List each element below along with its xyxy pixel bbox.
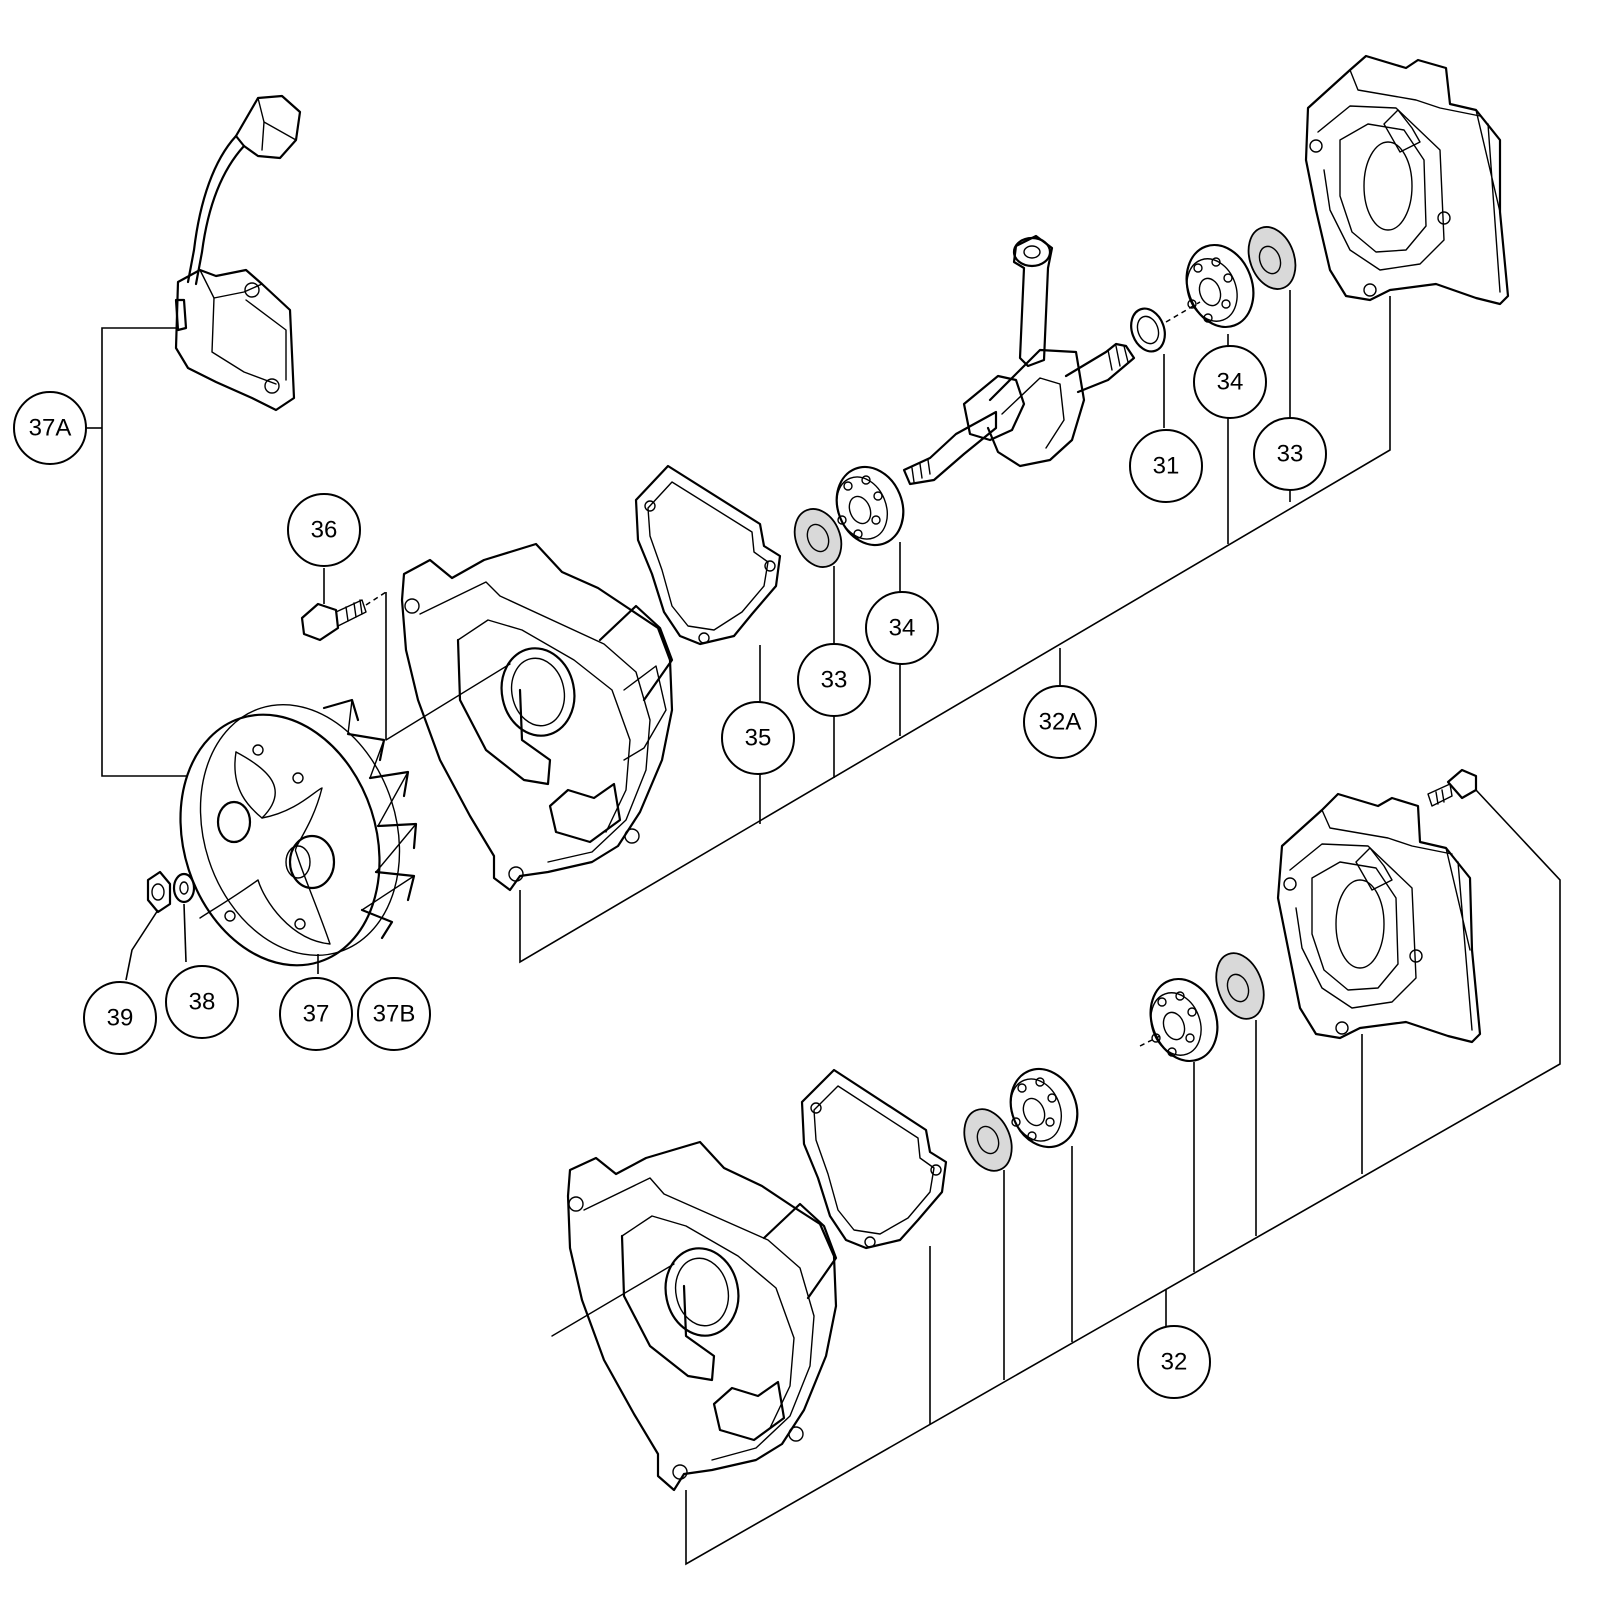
callout-31: 31 <box>1129 429 1203 503</box>
crankshaft-icon <box>902 234 1136 486</box>
oil-seal-icon <box>963 1108 1013 1172</box>
svg-text:37: 37 <box>303 1001 330 1028</box>
svg-text:37A: 37A <box>29 415 72 442</box>
callout-33: 33 <box>797 643 871 717</box>
svg-text:37B: 37B <box>373 1001 416 1028</box>
washer-icon <box>172 872 196 904</box>
callout-32: 32 <box>1137 1325 1211 1399</box>
callout-37A: 37A <box>13 391 87 465</box>
callout-36: 36 <box>287 493 361 567</box>
callout-34: 34 <box>1193 345 1267 419</box>
crankcase-half-icon <box>551 1140 838 1492</box>
oil-seal-icon <box>1215 952 1265 1020</box>
oil-seal-icon <box>793 508 843 568</box>
ball-bearing-icon <box>835 465 905 547</box>
svg-text:36: 36 <box>311 517 338 544</box>
svg-text:31: 31 <box>1153 453 1180 480</box>
svg-text:34: 34 <box>889 615 916 642</box>
flywheel-icon <box>179 698 418 967</box>
callout-39: 39 <box>83 981 157 1055</box>
nut-icon <box>146 870 172 914</box>
svg-text:33: 33 <box>821 667 848 694</box>
svg-text:34: 34 <box>1217 369 1244 396</box>
callout-35: 35 <box>721 701 795 775</box>
crankcase-half-icon <box>385 542 674 892</box>
callout-37B: 37B <box>357 977 431 1051</box>
screw-icon <box>1427 768 1478 807</box>
svg-text:39: 39 <box>107 1005 134 1032</box>
svg-text:35: 35 <box>745 725 772 752</box>
svg-text:32: 32 <box>1161 1349 1188 1376</box>
callout-33: 33 <box>1253 417 1327 491</box>
svg-text:33: 33 <box>1277 441 1304 468</box>
callout-34: 34 <box>865 591 939 665</box>
ignition-coil-icon <box>174 94 302 412</box>
leader-lines <box>86 290 1561 1566</box>
screw-icon <box>300 591 387 642</box>
crankcase-half-icon <box>1276 792 1482 1044</box>
svg-text:32A: 32A <box>1039 709 1082 736</box>
gasket-icon <box>634 464 782 646</box>
gasket-icon <box>800 1068 948 1250</box>
crankcase-half-icon <box>1304 54 1510 306</box>
callout-32A: 32A <box>1023 685 1097 759</box>
ball-bearing-icon <box>1185 243 1255 329</box>
svg-text:38: 38 <box>189 989 216 1016</box>
oil-seal-icon <box>1247 226 1297 290</box>
washer-icon <box>1130 307 1166 353</box>
ball-bearing-icon <box>1149 977 1219 1063</box>
ball-bearing-icon <box>1009 1067 1079 1149</box>
callout-37: 37 <box>279 977 353 1051</box>
callout-38: 38 <box>165 965 239 1039</box>
